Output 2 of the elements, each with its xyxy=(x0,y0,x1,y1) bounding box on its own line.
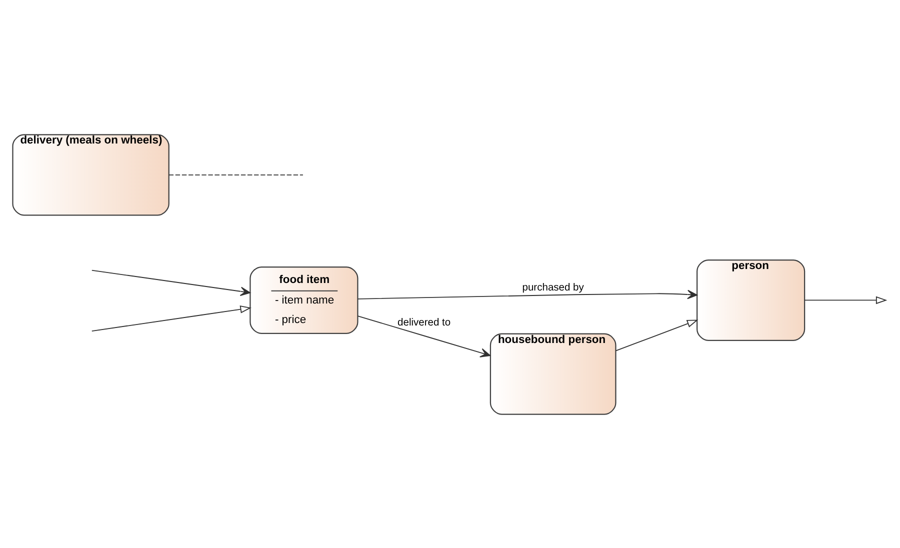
edge-label: delivered to xyxy=(398,316,451,328)
edge-label: purchased by xyxy=(522,282,584,294)
